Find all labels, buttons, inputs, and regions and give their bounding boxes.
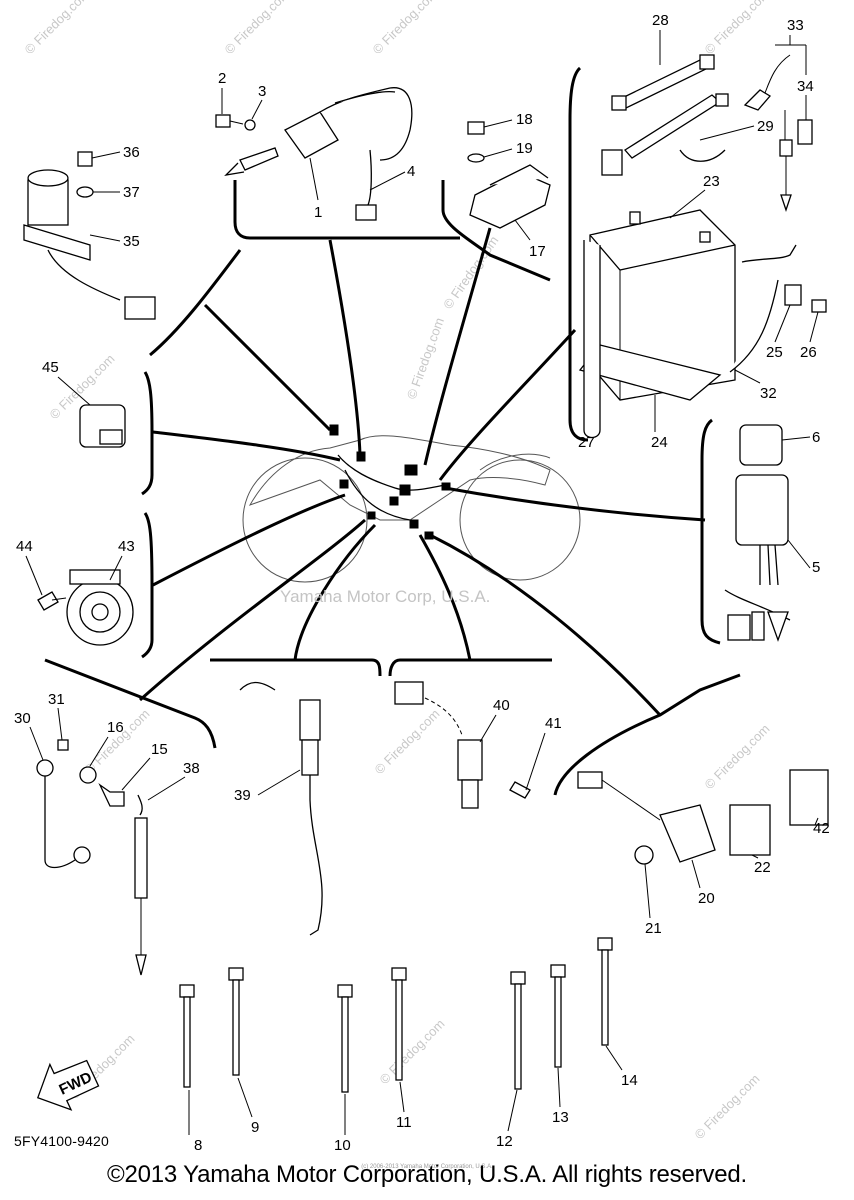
fuse-lead-part [743, 54, 813, 213]
sensor-39-part [239, 681, 323, 936]
relay-45-part [79, 404, 126, 448]
forward-arrow-icon: FWD [36, 1059, 100, 1111]
watermark: © Firedog.com [702, 0, 773, 57]
relay-20-part [577, 769, 829, 865]
watermark: © Firedog.com [372, 706, 443, 777]
callout-45: 45 [42, 359, 59, 376]
cable-ties-group [179, 937, 613, 1093]
bolt-2-part [215, 114, 256, 131]
cdi-unit-part [724, 424, 791, 642]
callout-18: 18 [516, 111, 533, 128]
callout-16: 16 [107, 719, 124, 736]
callout-34: 34 [797, 78, 814, 95]
watermark: © Firedog.com [692, 1071, 763, 1142]
callout-3: 3 [258, 83, 266, 100]
callout-19: 19 [516, 140, 533, 157]
copyright-footer: ©2013 Yamaha Motor Corporation, U.S.A. A… [107, 1161, 747, 1188]
callout-29: 29 [757, 118, 774, 135]
callout-42: 42 [813, 820, 830, 837]
callout-4: 4 [407, 163, 415, 180]
motorcycle-silhouette [242, 424, 581, 583]
callout-28: 28 [652, 12, 669, 29]
ground-lead-part [36, 739, 148, 976]
callout-13: 13 [552, 1109, 569, 1126]
callout-27: 27 [578, 434, 595, 451]
callout-25: 25 [766, 344, 783, 361]
callout-30: 30 [14, 710, 31, 727]
callout-36: 36 [123, 144, 140, 161]
callout-41: 41 [545, 715, 562, 732]
watermark: © Firedog.com [22, 0, 93, 57]
watermark: © Firedog.com [377, 1016, 448, 1087]
callout-44: 44 [16, 538, 33, 555]
callout-17: 17 [529, 243, 546, 260]
horn-part [37, 569, 134, 646]
callout-5: 5 [812, 559, 820, 576]
callout-1: 1 [314, 204, 322, 221]
battery-leads-part [601, 54, 729, 176]
callout-38: 38 [183, 760, 200, 777]
callout-10: 10 [334, 1137, 351, 1154]
center-watermark: Yamaha Motor Corp, U.S.A. [280, 587, 491, 606]
callout-14: 14 [621, 1072, 638, 1089]
callout-2: 2 [218, 70, 226, 87]
callout-43: 43 [118, 538, 135, 555]
switch-40-part [394, 681, 531, 809]
leader-lines [139, 227, 706, 717]
callout-8: 8 [194, 1137, 202, 1154]
watermark: © Firedog.com [222, 0, 293, 57]
battery-part [578, 209, 827, 439]
main-switch-part [23, 151, 156, 320]
callout-39: 39 [234, 787, 251, 804]
tiny-copyright-notice: (c) 2006-2013 Yamaha Motor Corporation, … [361, 1164, 493, 1170]
watermark: © Firedog.com [404, 316, 447, 401]
catalog-code: 5FY4100-9420 [14, 1133, 110, 1149]
callout-9: 9 [251, 1119, 259, 1136]
watermark: © Firedog.com [370, 0, 441, 57]
callout-26: 26 [800, 344, 817, 361]
group-brackets [44, 66, 741, 796]
callout-20: 20 [698, 890, 715, 907]
callout-33: 33 [787, 17, 804, 34]
callout-24: 24 [651, 434, 668, 451]
callout-23: 23 [703, 173, 720, 190]
callout-37: 37 [123, 184, 140, 201]
callout-35: 35 [123, 233, 140, 250]
callout-11: 11 [396, 1114, 412, 1131]
rectifier-regulator-part [467, 121, 551, 229]
callout-12: 12 [496, 1133, 513, 1150]
callout-6: 6 [812, 429, 820, 446]
callout-32: 32 [760, 385, 777, 402]
callout-31: 31 [48, 691, 65, 708]
callout-22: 22 [754, 859, 771, 876]
watermark: © Firedog.com [702, 721, 773, 792]
callout-numbers: 1 2 3 4 5 6 8 9 10 11 12 13 14 15 16 17 … [14, 12, 830, 1154]
watermark: © Firedog.com [82, 706, 153, 777]
callout-21: 21 [645, 920, 662, 937]
ignition-coil-part [224, 87, 413, 221]
callout-40: 40 [493, 697, 510, 714]
callout-15: 15 [151, 741, 168, 758]
